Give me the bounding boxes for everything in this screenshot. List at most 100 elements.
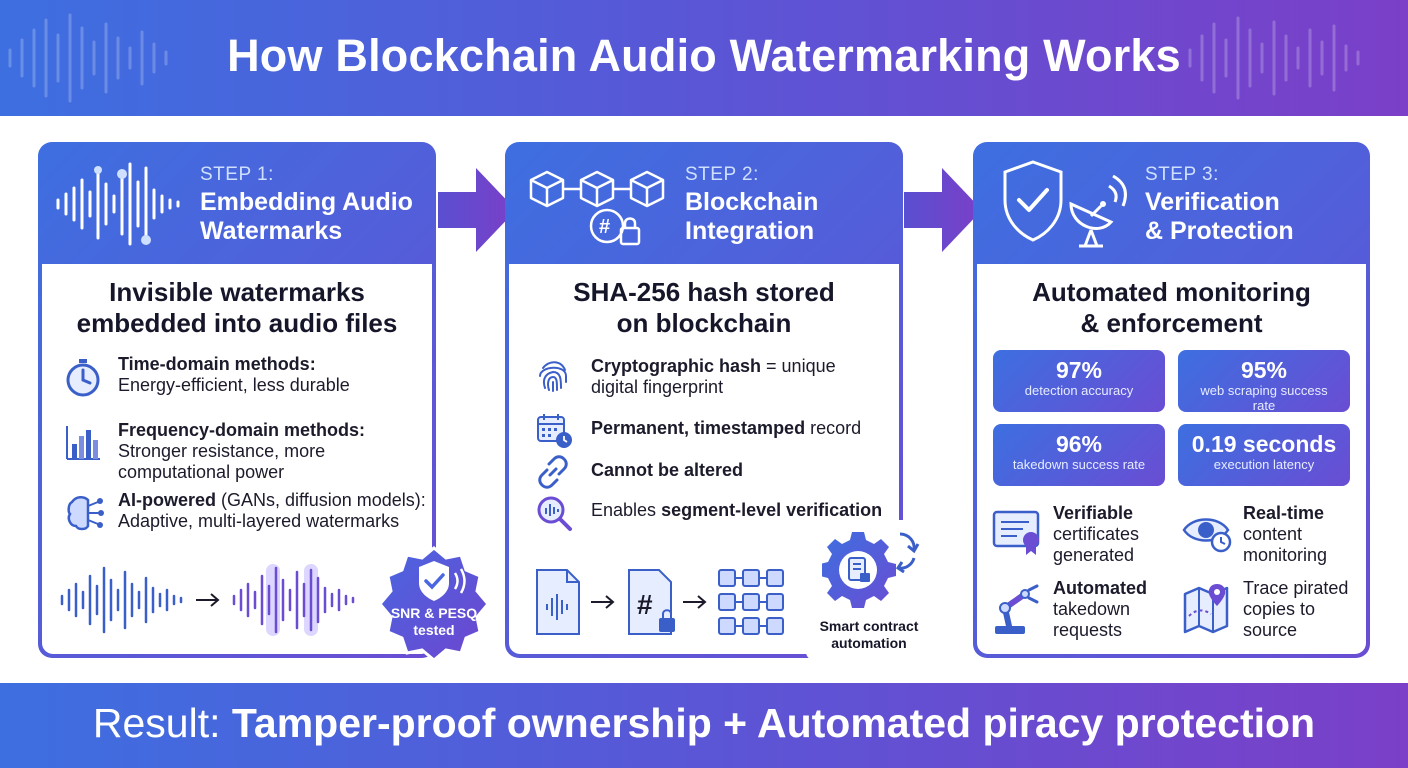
page-title: How Blockchain Audio Watermarking Works <box>227 30 1181 81</box>
item-text: Stronger resistance, more <box>118 441 326 461</box>
stat-label: execution latency <box>1213 457 1315 472</box>
hash-flow-icon: # <box>536 569 784 635</box>
svg-text:#: # <box>599 216 610 238</box>
smart-contract-line1: Smart contract <box>819 618 919 634</box>
magnifier-search-icon <box>537 496 572 531</box>
item-text: computational power <box>118 462 285 482</box>
arrow-right-icon <box>904 168 982 252</box>
step3-card: STEP 3: Verification & Protection Automa… <box>973 142 1370 658</box>
watermarked-waveform-icon <box>60 564 355 636</box>
item-text: Adaptive, multi-layered watermarks <box>118 511 400 531</box>
step2-heading-line2: on blockchain <box>616 308 792 338</box>
stat-label-line2: rate <box>1252 398 1276 413</box>
step1-title-line1: Embedding Audio <box>200 188 413 216</box>
item-bold-text: segment-level verification <box>661 500 883 520</box>
item-text: = unique <box>761 356 836 376</box>
result-lead: Result: <box>92 700 232 746</box>
bar-chart-icon <box>66 426 100 460</box>
result-text: Result: Tamper-proof ownership + Automat… <box>0 700 1408 747</box>
step1-heading-line1: Invisible watermarks <box>109 277 365 307</box>
step1-title-line2: Watermarks <box>200 217 343 245</box>
item-bold-text: Frequency-domain methods: <box>118 420 366 440</box>
item-bold-text: Cannot be altered <box>591 460 744 480</box>
sound-wave-decoration-icon <box>1188 16 1360 100</box>
feature-line1: Trace pirated <box>1243 578 1349 598</box>
feature-line3: monitoring <box>1243 545 1328 565</box>
stat-value: 95% <box>1240 357 1288 383</box>
map-pin-icon <box>1183 584 1229 634</box>
stat-detection-accuracy: 97% detection accuracy <box>993 350 1165 412</box>
feature-line2: copies to <box>1243 599 1316 619</box>
stat-execution-latency: 0.19 seconds execution latency <box>1178 424 1350 486</box>
item-bold-text: Permanent, timestamped <box>591 418 806 438</box>
feature-line3: requests <box>1053 620 1123 640</box>
item-text: Enables <box>591 500 662 520</box>
step3-heading-line1: Automated monitoring <box>1032 277 1311 307</box>
step2-heading-line1: SHA-256 hash stored <box>573 277 835 307</box>
item-bold-text: AI-powered <box>118 490 217 510</box>
robot-arm-icon <box>995 584 1039 634</box>
item-text: (GANs, diffusion models): <box>216 490 426 510</box>
svg-text:#: # <box>637 589 653 620</box>
step3-title-line2: & Protection <box>1145 217 1294 245</box>
step3-label: STEP 3: <box>1145 164 1219 185</box>
stopwatch-icon <box>66 359 100 397</box>
blockchain-cubes-icon: # <box>529 170 665 246</box>
stat-value: 0.19 seconds <box>1191 431 1337 457</box>
step1-content: Invisible watermarks embedded into audio… <box>42 264 432 654</box>
step1-card: STEP 1: Embedding Audio Watermarks Invis… <box>38 142 436 658</box>
item-text: digital fingerprint <box>591 377 724 397</box>
feature-line2: content <box>1243 524 1303 544</box>
eye-monitoring-icon <box>1182 518 1232 553</box>
feature-line3: source <box>1243 620 1298 640</box>
stat-value: 97% <box>1055 357 1103 383</box>
stat-value: 96% <box>1055 431 1103 457</box>
item-bold-text: Time-domain methods: <box>118 354 316 374</box>
item-bold-text: Cryptographic hash <box>591 356 762 376</box>
sound-wave-decoration-icon <box>8 13 168 103</box>
feature-line2: certificates <box>1053 524 1140 544</box>
badge-line1: SNR & PESQ <box>390 605 478 621</box>
audio-waveform-icon <box>56 162 180 246</box>
quality-badge-icon <box>378 546 490 662</box>
step3-title-line1: Verification <box>1145 188 1280 216</box>
result-banner: Result: Tamper-proof ownership + Automat… <box>0 683 1408 768</box>
feature-line3: generated <box>1053 545 1135 565</box>
fingerprint-icon <box>539 361 567 392</box>
smart-contract-line2: automation <box>831 635 907 651</box>
feature-line1: Real-time <box>1243 503 1325 523</box>
step3-content: Automated monitoring & enforcement 97% d… <box>977 264 1366 654</box>
step2-label: STEP 2: <box>685 164 759 185</box>
item-text: record <box>805 418 862 438</box>
chain-link-icon <box>538 455 568 489</box>
badge-line2: tested <box>413 622 455 638</box>
step2-title-line1: Blockchain <box>685 188 819 216</box>
calendar-clock-icon <box>537 414 572 448</box>
feature-line1: Verifiable <box>1053 503 1134 523</box>
feature-line2: takedown <box>1053 599 1131 619</box>
ai-brain-icon <box>67 496 104 531</box>
feature-line1: Automated <box>1053 578 1147 598</box>
stat-label: detection accuracy <box>1024 383 1134 398</box>
step1-label: STEP 1: <box>200 164 274 185</box>
result-strong: Tamper-proof ownership + Automated pirac… <box>231 700 1316 746</box>
stat-label: takedown success rate <box>1012 457 1146 472</box>
step1-heading-line2: embedded into audio files <box>76 308 398 338</box>
certificate-icon <box>992 510 1040 555</box>
header-banner: How Blockchain Audio Watermarking Works <box>0 0 1408 116</box>
shield-satellite-icon <box>1003 160 1127 248</box>
item-text: Energy-efficient, less durable <box>118 375 350 395</box>
arrow-right-icon <box>438 168 516 252</box>
smart-contract-gear-icon <box>822 532 920 608</box>
step3-heading-line2: & enforcement <box>1080 308 1263 338</box>
stat-takedown-success: 96% takedown success rate <box>993 424 1165 486</box>
step2-title-line2: Integration <box>685 217 815 245</box>
